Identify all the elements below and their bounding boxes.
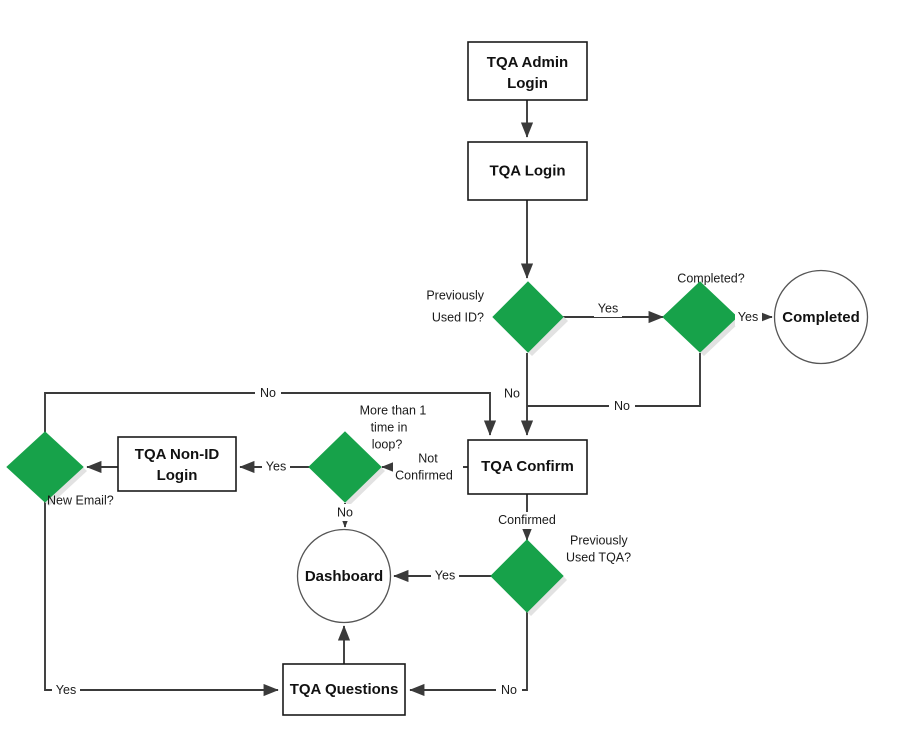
edge-label-usedtqa-yes-text: Yes [435,568,455,582]
edge-label-loop-no: No [332,504,358,521]
edge-label-newemail-no: No [255,385,281,402]
node-more-than-1-loop-label-1: More than 1 [360,403,427,417]
node-completed-question[interactable]: Completed? [662,271,745,356]
node-tqa-questions-label: TQA Questions [290,681,399,698]
edge-label-completed-yes-text: Yes [738,310,758,324]
edge-label-usedtqa-no-text: No [501,683,517,697]
previously-used-tqa-diamond[interactable] [490,539,564,613]
node-more-than-1-loop-label-3: loop? [372,437,403,451]
node-previously-used-tqa-label-2: Used TQA? [566,550,631,564]
edge-label-completed-no: No [609,398,635,415]
edge-label-usedid-yes: Yes [594,300,622,317]
edge-label-confirmed-text: Confirmed [498,513,556,527]
node-tqa-admin-login[interactable]: TQA Admin Login [467,41,588,101]
node-completed-terminator[interactable]: Completed [773,269,869,365]
more-than-1-loop-diamond[interactable] [308,431,382,503]
node-new-email-label: New Email? [47,493,114,507]
edge-label-loop-yes: Yes [262,458,290,475]
edge-completed-no [527,353,701,407]
node-previously-used-tqa-label-1: Previously [570,533,628,547]
edge-label-confirm-notconfirmed: Not Confirmed [393,450,463,484]
edge-newemail-yes [44,502,279,697]
edge-usedtqa-no [409,612,528,697]
node-tqa-admin-login-label-1: TQA Admin [487,54,568,71]
edge-label-completed-no-text: No [614,399,630,413]
node-tqa-confirm[interactable]: TQA Confirm [467,439,588,495]
node-completed-terminator-label: Completed [782,309,860,326]
node-previously-used-id-label-1: Previously [426,288,484,302]
node-previously-used-id-label-2: Used ID? [432,310,484,324]
node-dashboard-label: Dashboard [305,568,383,585]
edge-label-confirmed: Confirmed [494,512,560,529]
node-tqa-confirm-label: TQA Confirm [481,458,574,475]
edge-label-newemail-no-text: No [260,386,276,400]
node-completed-question-label: Completed? [677,271,744,285]
previously-used-id-diamond[interactable] [492,281,564,353]
edge-label-newemail-yes-text: Yes [56,683,76,697]
new-email-diamond[interactable] [6,431,84,503]
edge-label-notconfirmed-1: Not [418,451,438,465]
edge-label-loop-yes-text: Yes [266,459,286,473]
edge-label-completed-yes: Yes [735,309,762,326]
node-tqa-login[interactable]: TQA Login [467,141,588,201]
edge-label-usedtqa-yes: Yes [431,567,459,584]
node-more-than-1-loop-label-2: time in [371,420,408,434]
node-tqa-non-id-login-label-1: TQA Non-ID [135,446,220,463]
edge-label-usedtqa-no: No [496,682,522,699]
node-dashboard[interactable]: Dashboard [296,528,392,624]
edge-label-usedid-no: No [500,385,525,402]
edge-label-usedid-yes-text: Yes [598,301,618,315]
node-tqa-login-label: TQA Login [489,162,565,179]
node-previously-used-id[interactable]: Previously Used ID? [426,281,568,356]
node-tqa-admin-login-label-2: Login [507,75,548,92]
node-tqa-non-id-login-label-2: Login [157,467,198,484]
node-new-email[interactable]: New Email? [6,431,114,507]
completed-question-diamond[interactable] [662,281,738,353]
node-tqa-questions[interactable]: TQA Questions [282,663,406,716]
edge-label-notconfirmed-2: Confirmed [395,468,453,482]
node-previously-used-tqa[interactable]: Previously Used TQA? [490,533,631,616]
edge-label-loop-no-text: No [337,505,353,519]
node-tqa-non-id-login[interactable]: TQA Non-ID Login [117,436,237,492]
edge-label-newemail-yes: Yes [52,682,80,699]
node-more-than-1-loop[interactable]: More than 1 time in loop? [308,403,427,506]
edge-label-usedid-no-text: No [504,386,520,400]
